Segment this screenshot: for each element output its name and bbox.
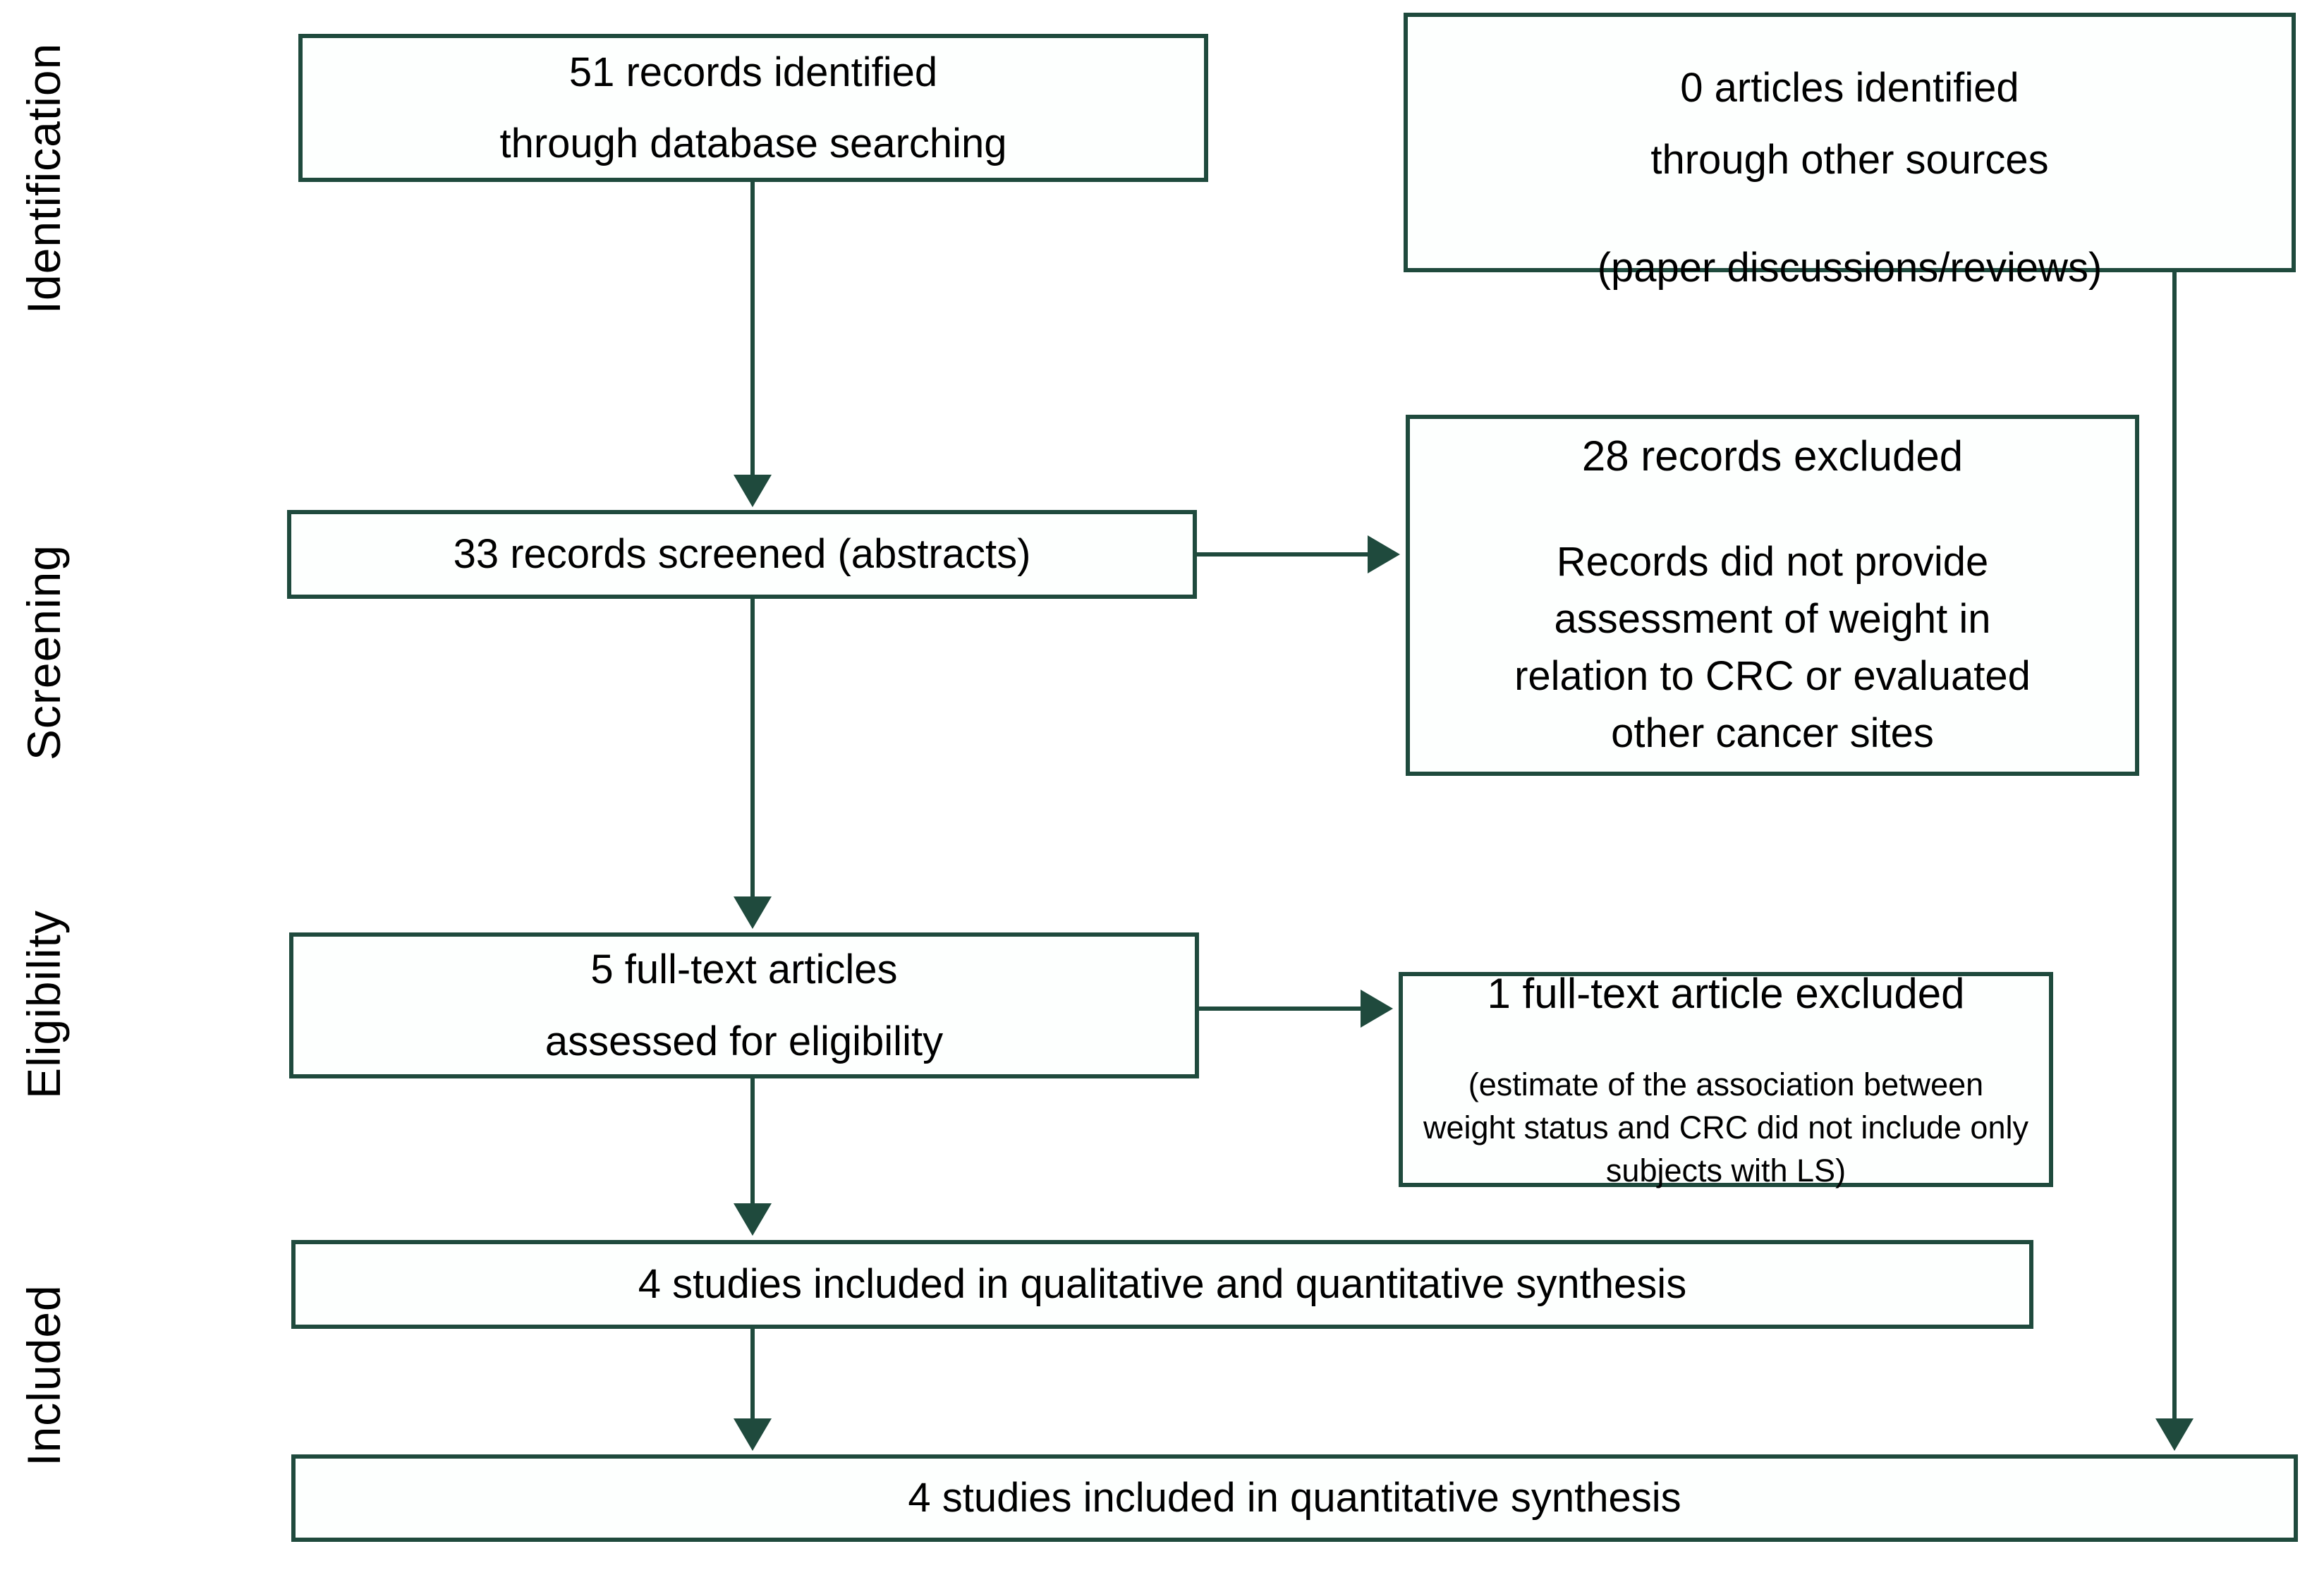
- connector-screened-to-excluded-arrowhead-icon: [1368, 535, 1400, 573]
- box-fulltext-assessed: 5 full-text articles assessed for eligib…: [289, 932, 1199, 1078]
- box-articles-other-sources-text: 0 articles identified through other sour…: [1650, 65, 2049, 183]
- box-records-excluded-reason: Records did not provide assessment of we…: [1514, 538, 2031, 757]
- stage-label-identification: Identification: [18, 42, 70, 315]
- connector-fulltext-to-excluded-line: [1199, 1007, 1361, 1011]
- box-records-identified-text: 51 records identified through database s…: [499, 49, 1007, 167]
- box-quantitative-synthesis: 4 studies included in quantitative synth…: [291, 1454, 2298, 1542]
- box-qualitative-synthesis-text: 4 studies included in qualitative and qu…: [638, 1261, 1687, 1308]
- box-articles-other-sources: 0 articles identified through other sour…: [1404, 13, 2296, 291]
- connector-othersources-to-quantitative-line: [2172, 272, 2177, 1421]
- box-quantitative-synthesis-text: 4 studies included in quantitative synth…: [908, 1475, 1681, 1521]
- box-records-screened-text: 33 records screened (abstracts): [453, 531, 1031, 578]
- box-records-screened: 33 records screened (abstracts): [287, 510, 1197, 599]
- connector-identified-to-screened-arrowhead-icon: [734, 475, 772, 507]
- stage-label-screening: Screening: [18, 544, 70, 761]
- connector-qualitative-to-quantitative-line: [750, 1329, 755, 1421]
- box-articles-other-sources-subtext: (paper discussions/reviews): [1597, 245, 2103, 291]
- box-records-excluded: 28 records excluded Records did not prov…: [1406, 415, 2139, 776]
- box-fulltext-excluded-title: 1 full-text article excluded: [1487, 970, 1965, 1018]
- connector-screened-to-excluded-line: [1197, 552, 1368, 557]
- stage-label-eligibility: Eligibility: [18, 910, 70, 1099]
- connector-screened-to-fulltext-arrowhead-icon: [734, 896, 772, 929]
- box-records-excluded-title: 28 records excluded: [1581, 432, 1964, 480]
- stage-label-included: Included: [18, 1284, 70, 1466]
- connector-othersources-to-quantitative-arrowhead-icon: [2155, 1418, 2194, 1451]
- box-fulltext-excluded: 1 full-text article excluded (estimate o…: [1399, 970, 2053, 1188]
- box-fulltext-excluded-reason: (estimate of the association between wei…: [1423, 1066, 2028, 1188]
- connector-screened-to-fulltext-line: [750, 599, 755, 899]
- box-qualitative-synthesis: 4 studies included in qualitative and qu…: [291, 1240, 2033, 1329]
- connector-fulltext-to-excluded-arrowhead-icon: [1361, 990, 1393, 1028]
- connector-identified-to-screened-line: [750, 182, 755, 477]
- box-records-identified: 51 records identified through database s…: [298, 34, 1208, 182]
- connector-fulltext-to-qualitative-line: [750, 1078, 755, 1205]
- connector-qualitative-to-quantitative-arrowhead-icon: [734, 1418, 772, 1451]
- connector-fulltext-to-qualitative-arrowhead-icon: [734, 1203, 772, 1236]
- box-fulltext-assessed-text: 5 full-text articles assessed for eligib…: [545, 947, 944, 1064]
